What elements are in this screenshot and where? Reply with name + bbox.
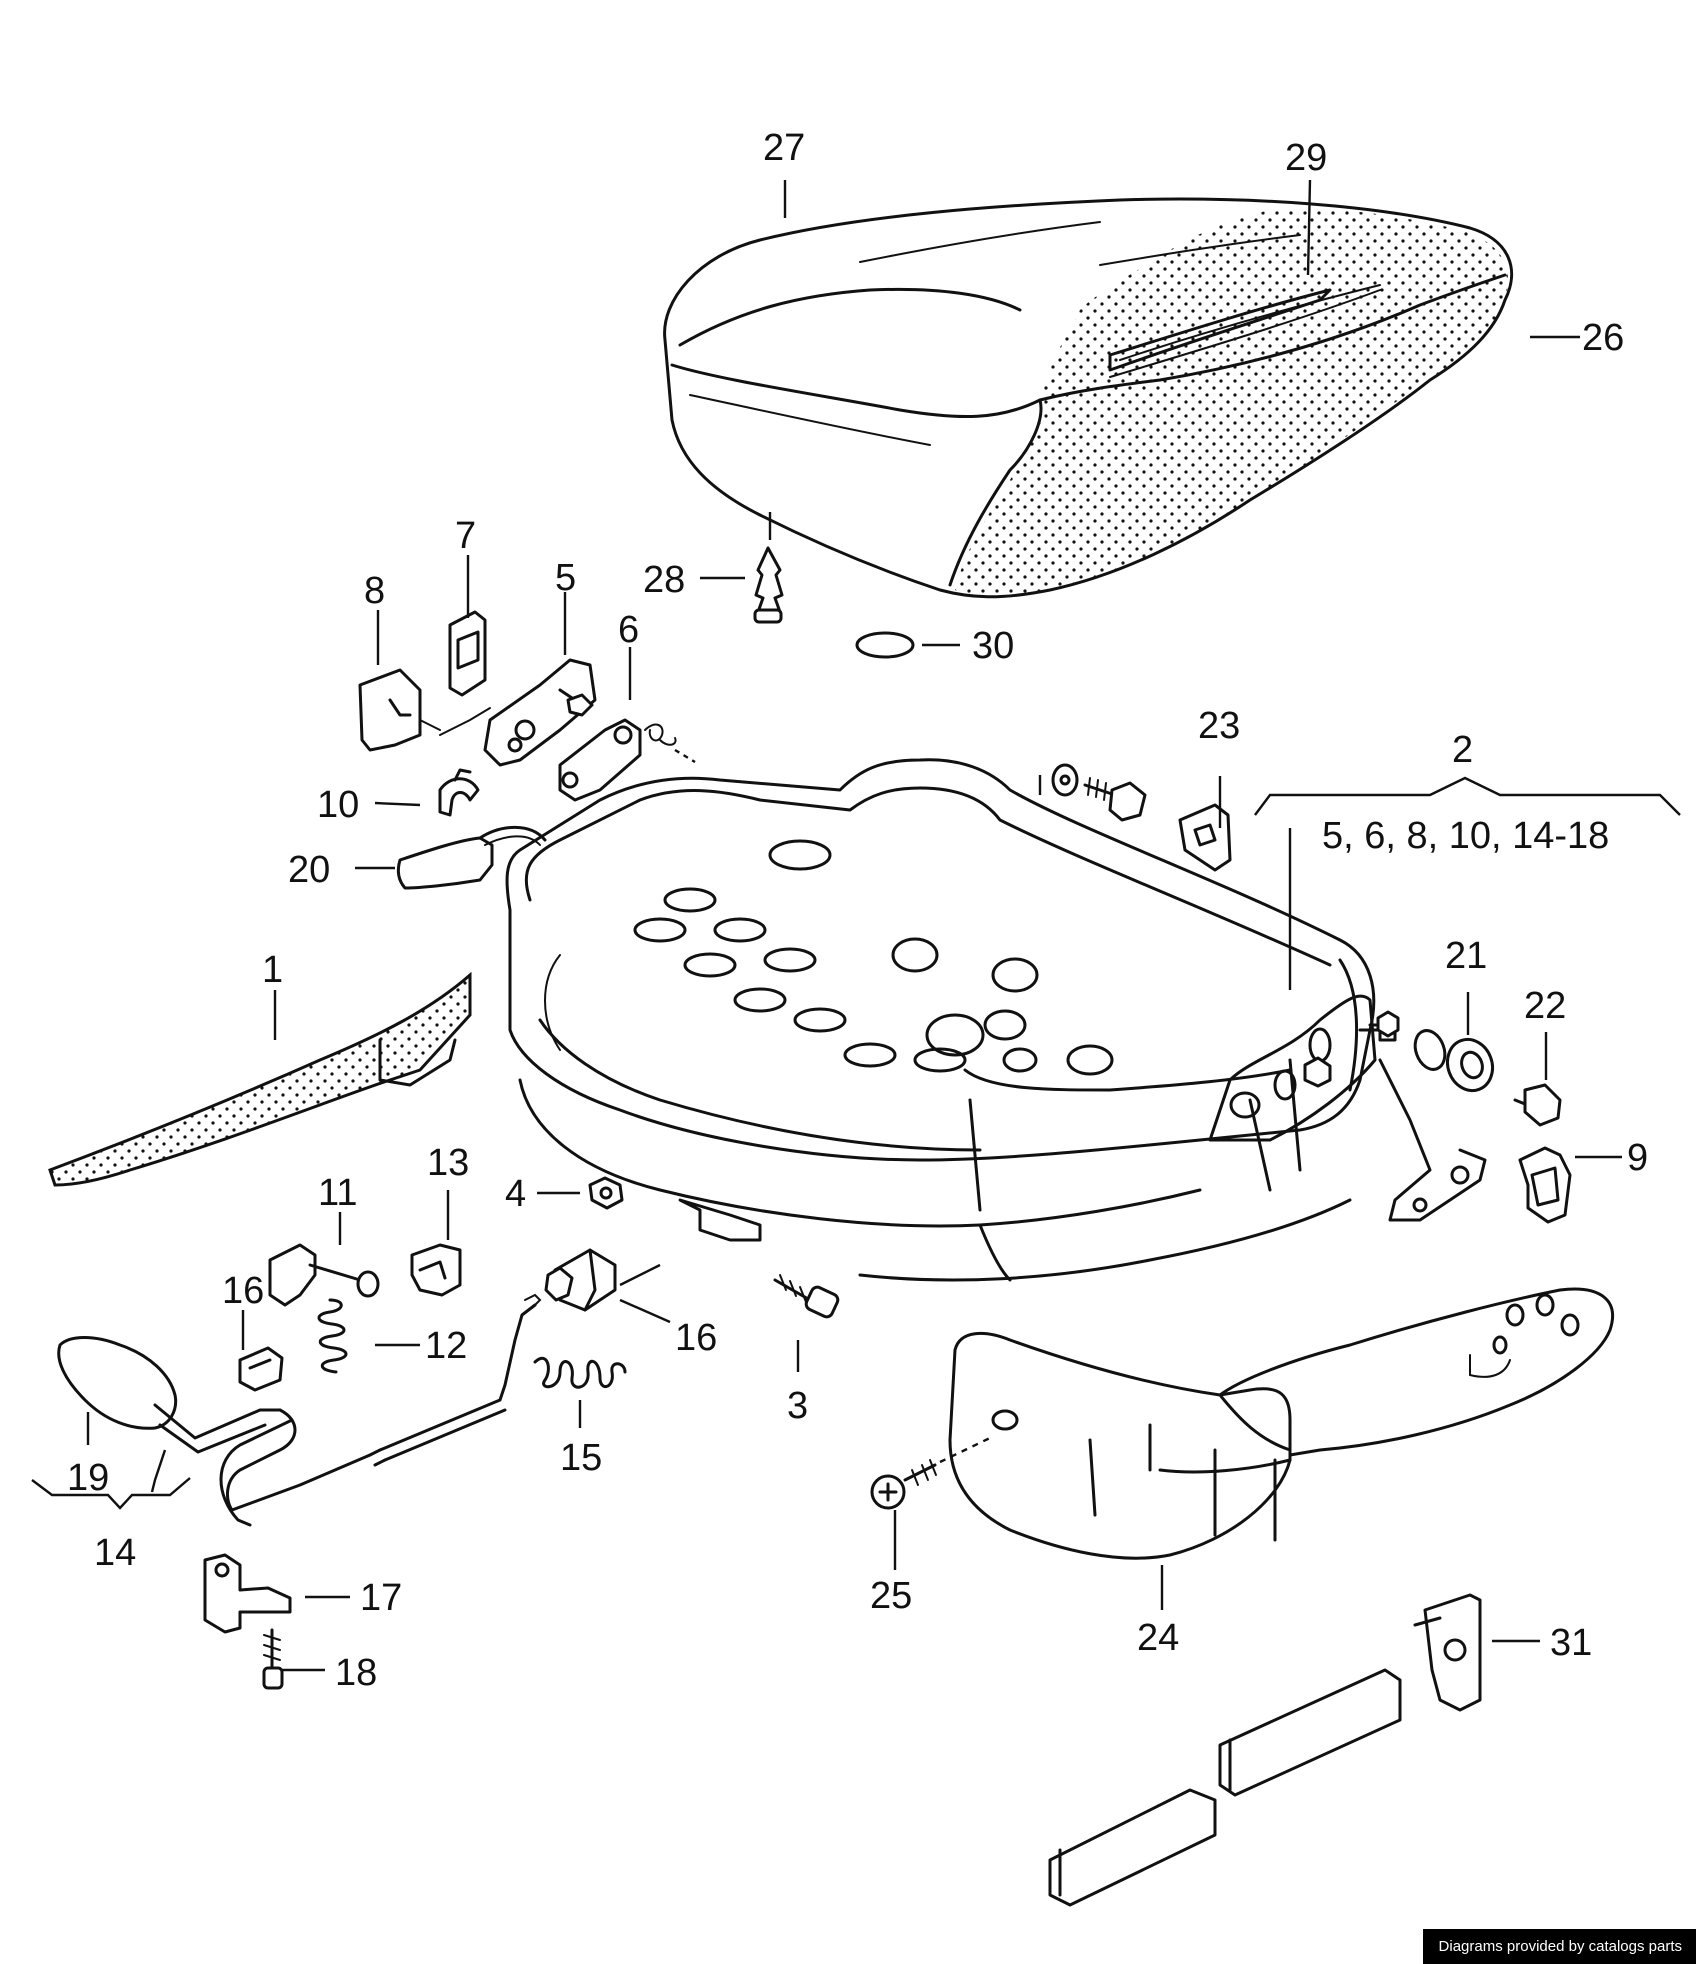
callout-13: 13 (427, 1142, 469, 1184)
callout-14: 14 (94, 1532, 136, 1574)
clip-part-13 (410, 1243, 462, 1297)
bushing-part-21 (1413, 1029, 1495, 1093)
callout-17: 17 (360, 1577, 402, 1619)
spring-part-15 (533, 1356, 627, 1389)
callout-labels: 27 29 26 28 30 7 8 5 6 10 20 1 4 3 16 11… (67, 127, 1648, 1694)
bushing-part-16a (238, 1346, 284, 1392)
callout-7: 7 (455, 515, 476, 557)
callout-21: 21 (1445, 935, 1487, 977)
ring-part-30 (855, 631, 915, 659)
release-rod-part-14 (219, 1293, 542, 1527)
clip-part-9 (1518, 1146, 1572, 1224)
callout-28: 28 (643, 559, 685, 601)
spring-part-12 (317, 1298, 348, 1374)
callout-12: 12 (425, 1325, 467, 1367)
washer-bolt (1038, 763, 1147, 822)
callout-19: 19 (67, 1457, 109, 1499)
leader-lines (31, 179, 1681, 1672)
callout-6: 6 (618, 609, 639, 651)
seat-frame-part-2 (505, 758, 1487, 1282)
callout-9: 9 (1627, 1137, 1648, 1179)
callout-23: 23 (1198, 705, 1240, 747)
bracket-part-17 (203, 1553, 292, 1634)
callout-15: 15 (560, 1437, 602, 1479)
callout-10: 10 (317, 784, 359, 826)
callout-18: 18 (335, 1652, 377, 1694)
callout-4: 4 (505, 1173, 526, 1215)
callout-5: 5 (555, 557, 576, 599)
side-cover-part-24 (948, 1287, 1614, 1560)
clip-part-23 (1178, 803, 1232, 872)
lever-handle-part-19 (57, 1336, 282, 1454)
callout-8: 8 (364, 570, 385, 612)
callout-27: 27 (763, 127, 805, 169)
callout-11: 11 (318, 1172, 357, 1214)
bracket-part-8 (358, 668, 491, 752)
seat-heating-element-part-29 (1108, 288, 1332, 372)
callout-25: 25 (870, 1575, 912, 1617)
callout-2: 2 (1452, 729, 1473, 771)
screw-part-3 (773, 1274, 840, 1319)
callout-30: 30 (972, 625, 1014, 667)
callout-16a: 16 (222, 1270, 264, 1312)
screw-part-25 (870, 1436, 991, 1510)
bushing-part-16b (544, 1248, 617, 1312)
callout-31: 31 (1550, 1622, 1592, 1664)
screw-part-18 (262, 1628, 284, 1690)
callout-24: 24 (1137, 1617, 1179, 1659)
lever-part-11 (268, 1243, 380, 1307)
callout-3: 3 (787, 1385, 808, 1427)
callout-16b: 16 (675, 1317, 717, 1359)
handle-part-20 (396, 825, 547, 890)
nut-part-4 (588, 1176, 624, 1210)
callout-26: 26 (1582, 317, 1624, 359)
seat-cover-fabric-part-26 (955, 208, 1508, 597)
lock-bracket-part-5 (483, 658, 597, 767)
plate-part-6 (558, 718, 696, 802)
clip-part-10 (438, 768, 480, 817)
group-note-2: 5, 6, 8, 10, 14-18 (1322, 815, 1609, 857)
callout-29: 29 (1285, 137, 1327, 179)
callout-1: 1 (262, 949, 283, 991)
callout-20: 20 (288, 849, 330, 891)
bolt-part-22 (1513, 1083, 1562, 1127)
side-trim-part-1 (48, 971, 472, 1187)
clip-part-28 (753, 546, 784, 624)
guide-rail-part-31 (1048, 1593, 1482, 1907)
callout-22: 22 (1524, 985, 1566, 1027)
credit-banner: Diagrams provided by catalogs parts (1422, 1929, 1696, 1964)
pivot-bolt (1303, 1010, 1400, 1088)
clip-part-7 (448, 610, 487, 697)
